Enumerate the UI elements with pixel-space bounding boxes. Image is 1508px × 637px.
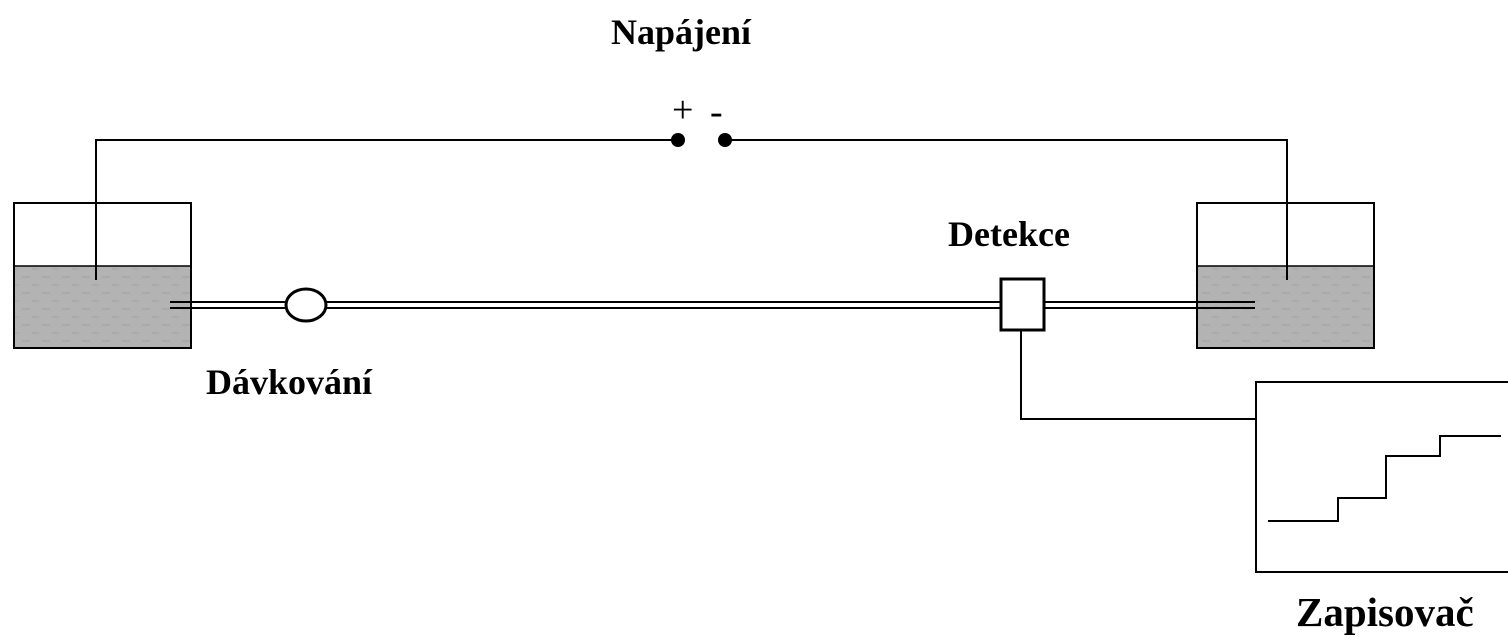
negative-terminal xyxy=(718,133,732,147)
left-vessel-outline xyxy=(13,202,192,349)
right-electrode-wire xyxy=(725,139,1288,280)
left-vessel-liquid xyxy=(14,266,191,348)
left-electrode-wire xyxy=(95,139,678,280)
recorder-label: Zapisovač xyxy=(1296,589,1474,635)
positive-terminal xyxy=(671,133,685,147)
recorder-trace xyxy=(1268,435,1501,522)
detector-signal-wire xyxy=(1020,330,1256,420)
minus-sign: - xyxy=(710,91,723,133)
injection-point xyxy=(284,287,328,323)
recorder-frame xyxy=(1255,381,1508,573)
right-vessel-outline xyxy=(1196,202,1375,349)
capillary xyxy=(170,301,1255,309)
plus-sign: + xyxy=(672,89,694,131)
recorder xyxy=(1255,381,1508,573)
injection-label: Dávkování xyxy=(206,362,373,402)
detection-label: Detekce xyxy=(948,214,1070,254)
detector-box xyxy=(999,277,1046,332)
left-buffer-vessel xyxy=(13,202,192,349)
right-buffer-vessel xyxy=(1196,202,1375,349)
power-circuit xyxy=(95,133,1288,280)
power-supply-label: Napájení xyxy=(611,12,752,52)
